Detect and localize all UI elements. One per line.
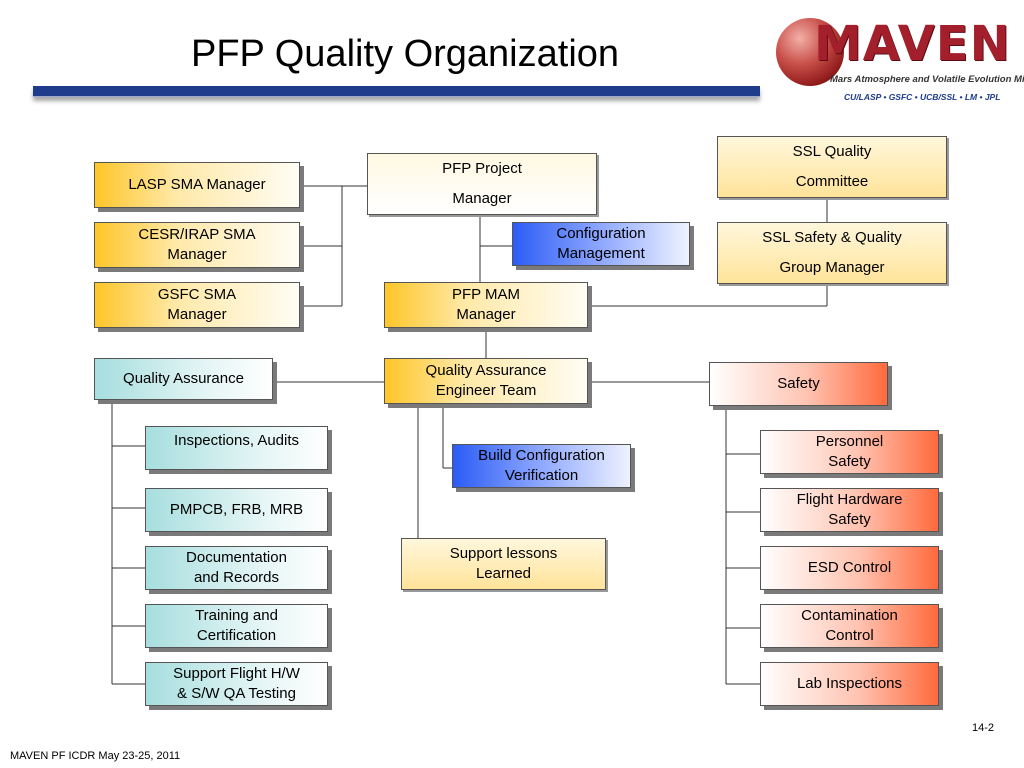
box-support-lessons-learned: Support lessons Learned [401,538,606,590]
box-pfp-mam-manager: PFP MAM Manager [384,282,588,328]
box-safety: Safety [709,362,888,406]
box-personnel-safety: Personnel Safety [760,430,939,474]
maven-logo: MAVEN Mars Atmosphere and Volatile Evolu… [770,12,1024,112]
box-contamination-control: Contamination Control [760,604,939,648]
box-gsfc-sma-manager: GSFC SMA Manager [94,282,300,328]
box-ssl-quality-committee: SSL Quality Committee [717,136,947,198]
footer-text: MAVEN PF ICDR May 23-25, 2011 [10,750,181,762]
box-qa-engineer-team: Quality Assurance Engineer Team [384,358,588,404]
box-quality-assurance: Quality Assurance [94,358,273,400]
box-training-certification: Training and Certification [145,604,328,648]
box-ssl-safety-quality-group-manager: SSL Safety & Quality Group Manager [717,222,947,284]
box-esd-control: ESD Control [760,546,939,590]
logo-wordmark: MAVEN [814,16,1011,72]
box-documentation-records: Documentation and Records [145,546,328,590]
box-support-flight-testing: Support Flight H/W & S/W QA Testing [145,662,328,706]
box-pmpcb-frb-mrb: PMPCB, FRB, MRB [145,488,328,532]
mars-planet-icon [776,18,844,86]
title-rule [33,86,760,97]
box-lasp-sma-manager: LASP SMA Manager [94,162,300,208]
box-flight-hardware-safety: Flight Hardware Safety [760,488,939,532]
slide-title: PFP Quality Organization [190,33,620,75]
page-number: 14-2 [972,722,995,734]
box-build-configuration-verification: Build Configuration Verification [452,444,631,488]
logo-partners: CU/LASP • GSFC • UCB/SSL • LM • JPL [844,92,1001,102]
box-pfp-project-manager: PFP Project Manager [367,153,597,215]
box-lab-inspections: Lab Inspections [760,662,939,706]
box-configuration-management: Configuration Management [512,222,690,266]
box-inspections-audits: Inspections, Audits [145,426,328,470]
logo-tagline: Mars Atmosphere and Volatile Evolution M… [830,74,1024,85]
box-cesr-irap-sma-manager: CESR/IRAP SMA Manager [94,222,300,268]
